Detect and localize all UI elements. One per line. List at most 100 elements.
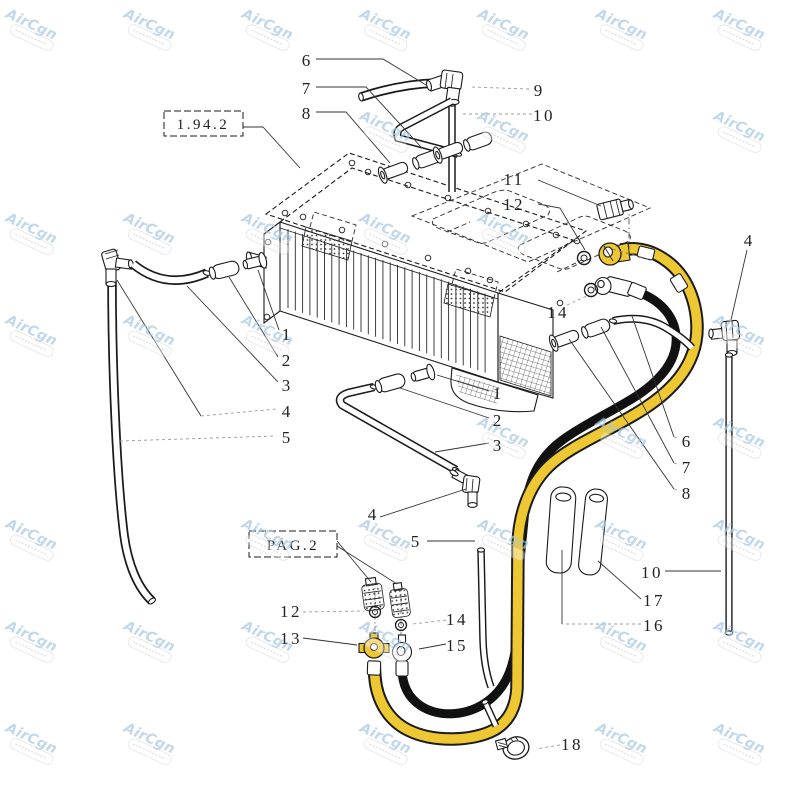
right-parts-group bbox=[476, 198, 741, 728]
watermark: AirCgn bbox=[238, 6, 295, 52]
callout-2-9: 2 bbox=[282, 351, 291, 370]
callout-4-17: 4 bbox=[368, 505, 377, 524]
elbow-fitting-4-center bbox=[449, 468, 481, 508]
sleeve-7-plain-b bbox=[463, 131, 493, 152]
watermark: AirCgn bbox=[356, 210, 413, 256]
watermark: AirCgn bbox=[710, 618, 767, 664]
watermark: AirCgn bbox=[710, 516, 767, 562]
ref-box-pag2: PAG.2 bbox=[248, 530, 338, 558]
callout-8-21: 8 bbox=[682, 484, 691, 503]
watermark: AirCgn bbox=[2, 312, 59, 358]
sleeve-7-right bbox=[581, 318, 611, 339]
callout-1-8: 1 bbox=[282, 325, 291, 344]
sleeve-8-flanged-b bbox=[432, 141, 464, 164]
leader-lines bbox=[116, 58, 748, 750]
callout-13-26: 13 bbox=[280, 629, 302, 648]
callout-2-15: 2 bbox=[493, 411, 502, 430]
hose-assembly bbox=[366, 205, 704, 746]
yellow-hose-end-fitting bbox=[598, 242, 631, 266]
sleeve-17 bbox=[578, 488, 608, 576]
watermark: AirCgn bbox=[2, 6, 59, 52]
sleeve-8-right bbox=[548, 329, 580, 352]
ref-box-pag2-label: PAG.2 bbox=[267, 538, 319, 554]
callout-3-10: 3 bbox=[282, 376, 291, 395]
fitting-15 bbox=[391, 634, 413, 677]
watermark: AirCgn bbox=[474, 210, 531, 256]
watermark: AirCgn bbox=[710, 414, 767, 460]
watermark: AirCgn bbox=[710, 6, 767, 52]
callout-18-29: 18 bbox=[561, 735, 583, 754]
bottom-fittings-group bbox=[358, 576, 530, 760]
sleeve-16 bbox=[545, 486, 577, 574]
o-ring-12-bottom bbox=[368, 605, 382, 619]
callout-10-22: 10 bbox=[641, 563, 663, 582]
watermark: AirCgn bbox=[592, 720, 649, 766]
callout-4-7: 4 bbox=[744, 231, 753, 250]
callout-12-25: 12 bbox=[280, 602, 302, 621]
ref-box-1942-label: 1.94.2 bbox=[177, 117, 230, 133]
core-top-tank-hidden-lines bbox=[410, 163, 652, 273]
watermark: AirCgn bbox=[474, 6, 531, 52]
callout-7-1: 7 bbox=[302, 79, 311, 98]
fitting-11 bbox=[596, 198, 634, 221]
elbow-fitting-4-left bbox=[101, 248, 135, 288]
elbow-fitting-9 bbox=[425, 69, 464, 106]
watermark: AirCgn bbox=[356, 6, 413, 52]
o-ring-14 bbox=[583, 282, 599, 298]
callout-5-12: 5 bbox=[282, 428, 291, 447]
callout-16-24: 16 bbox=[643, 616, 665, 635]
heat-exchanger-core bbox=[245, 152, 588, 413]
core-bolt-holes bbox=[263, 159, 581, 321]
left-parts-group bbox=[101, 248, 268, 605]
watermark: AirCgn bbox=[710, 108, 767, 154]
o-ring-12 bbox=[576, 250, 592, 266]
watermark: AirCgn bbox=[592, 6, 649, 52]
callout-10-4: 10 bbox=[533, 106, 555, 125]
o-ring-14-bottom bbox=[394, 618, 408, 632]
watermark: AirCgn bbox=[356, 618, 413, 664]
threaded-fitting-a bbox=[361, 576, 385, 612]
watermark: AirCgn bbox=[120, 210, 177, 256]
watermark: AirCgn bbox=[120, 312, 177, 358]
hose-ferrule bbox=[636, 245, 656, 261]
callout-14-13: 14 bbox=[547, 303, 569, 322]
elbow-fitting-4-right bbox=[708, 319, 741, 357]
clamp-18 bbox=[494, 736, 530, 760]
watermark: AirCgn bbox=[474, 414, 531, 460]
threaded-fitting-b bbox=[389, 582, 411, 619]
callout-4-11: 4 bbox=[282, 402, 291, 421]
watermark: AirCgn bbox=[2, 516, 59, 562]
callout-5-18: 5 bbox=[411, 532, 420, 551]
callout-layer: 6789101112412345141234567810171612131415… bbox=[280, 51, 753, 754]
watermark: AirCgn bbox=[2, 720, 59, 766]
callout-14-27: 14 bbox=[446, 610, 468, 629]
sleeve-8-flanged bbox=[377, 161, 409, 184]
callout-6-0: 6 bbox=[302, 51, 311, 70]
sleeve-2-center bbox=[374, 373, 406, 394]
callout-15-28: 15 bbox=[446, 636, 468, 655]
watermark: AirCgn bbox=[2, 210, 59, 256]
watermark: AirCgn bbox=[120, 618, 177, 664]
callout-9-3: 9 bbox=[534, 81, 543, 100]
callout-3-16: 3 bbox=[493, 436, 502, 455]
callout-6-19: 6 bbox=[682, 432, 691, 451]
callout-7-20: 7 bbox=[682, 458, 691, 477]
watermark: AirCgn bbox=[592, 618, 649, 664]
nipple-1-left bbox=[242, 251, 268, 270]
callout-8-2: 8 bbox=[302, 104, 311, 123]
nipple-1-center bbox=[410, 363, 436, 382]
callout-12-6: 12 bbox=[503, 195, 525, 214]
top-parts-group bbox=[358, 69, 493, 192]
sleeve-2-left bbox=[208, 260, 240, 280]
watermark: AirCgn bbox=[710, 720, 767, 766]
watermark: AirCgn bbox=[120, 720, 177, 766]
callout-11-5: 11 bbox=[503, 170, 524, 189]
watermark: AirCgn bbox=[2, 618, 59, 664]
callout-17-23: 17 bbox=[643, 591, 665, 610]
callout-1-14: 1 bbox=[493, 384, 502, 403]
watermark: AirCgn bbox=[356, 516, 413, 562]
ref-box-1942: 1.94.2 bbox=[163, 110, 244, 137]
watermark: AirCgn bbox=[120, 6, 177, 52]
